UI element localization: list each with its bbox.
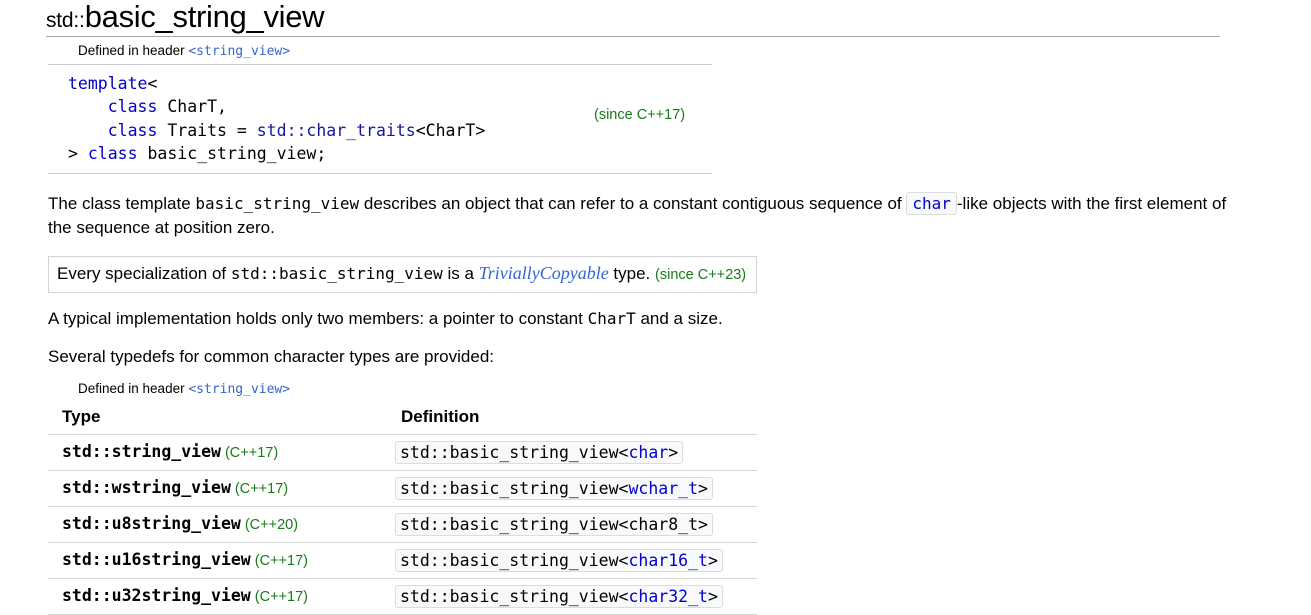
cell-type: std::wstring_view (C++17): [48, 470, 387, 507]
table-row: std::string_view (C++17) std::basic_strin…: [48, 434, 757, 471]
cell-definition: std::basic_string_view<char32_t>: [387, 578, 757, 615]
page-title-name: basic_string_view: [84, 0, 325, 34]
declaration-token-0-1: <: [147, 74, 158, 93]
definition-prefix: std::basic_string_view<: [400, 550, 629, 570]
description-paragraph: The class template basic_string_view des…: [48, 191, 1228, 240]
trivially-copyable-note: Every specialization of std::basic_strin…: [48, 255, 758, 293]
implementation-code-chart: CharT: [587, 308, 636, 328]
declaration-token-3-2: basic_string_view;: [137, 144, 327, 164]
table-defined-in-label: Defined in header: [78, 380, 185, 396]
description-text-3: -like objects with the first element of …: [48, 193, 1227, 237]
typedef-name-link[interactable]: std::u32string_view: [62, 586, 251, 606]
header-link-string-view[interactable]: <string_view>: [188, 44, 291, 59]
declaration-top-rule: [48, 64, 712, 65]
column-header-definition: Definition: [387, 401, 757, 435]
typedefs-table-section: Defined in header <string_view> Type Def…: [48, 381, 757, 615]
table-row: std::u32string_view (C++17) std::basic_st…: [48, 578, 757, 615]
definition-prefix: std::basic_string_view<: [400, 478, 629, 498]
declaration-block: Defined in header <string_view> template…: [48, 37, 712, 174]
note-code-std-basic-string-view: std::basic_string_view: [230, 263, 443, 283]
definition-template-argument: char8_t: [628, 514, 699, 534]
note-text-2: is a: [442, 263, 479, 283]
page-title: std::basic_string_view: [0, 0, 1311, 36]
declaration-defined-in: Defined in header <string_view>: [48, 37, 712, 64]
definition-template-argument[interactable]: char: [628, 442, 669, 462]
implementation-text-2: and a size.: [635, 308, 723, 328]
cell-definition: std::basic_string_view<char>: [387, 434, 757, 471]
typedef-name-link[interactable]: std::wstring_view: [62, 478, 231, 498]
typedef-since-badge: (C++17): [220, 445, 279, 462]
page-title-namespace: std::: [46, 9, 85, 32]
cell-definition: std::basic_string_view<char8_t>: [387, 506, 757, 543]
definition-code-box[interactable]: std::basic_string_view<char>: [395, 440, 684, 464]
definition-template-argument[interactable]: char32_t: [628, 586, 708, 606]
declaration-token-0-0: template: [68, 74, 148, 93]
cell-type: std::u8string_view (C++20): [48, 506, 387, 543]
defined-in-label: Defined in header: [78, 43, 185, 58]
declaration-bottom-rule: [48, 172, 712, 174]
typedefs-intro-paragraph: Several typedefs for common character ty…: [48, 346, 494, 366]
definition-prefix: std::basic_string_view<: [400, 514, 629, 534]
definition-template-argument[interactable]: char16_t: [628, 550, 708, 570]
declaration-body: template< class CharT, class Traits = st…: [48, 65, 712, 173]
definition-code-box[interactable]: std::basic_string_view<wchar_t>: [395, 476, 713, 500]
definition-suffix: >: [707, 550, 718, 570]
definition-code-box[interactable]: std::basic_string_view<char8_t>: [395, 512, 713, 536]
note-text-3: type.: [608, 263, 651, 283]
note-text-1: Every specialization of: [57, 263, 231, 283]
definition-suffix: >: [668, 442, 679, 462]
typedef-name-link[interactable]: std::u16string_view: [62, 550, 251, 570]
table-defined-in: Defined in header <string_view>: [48, 381, 757, 402]
description-text-2: describes an object that can refer to a …: [359, 193, 907, 213]
title-divider: [46, 36, 1220, 37]
typedef-since-badge: (C++17): [250, 589, 308, 606]
definition-code-box[interactable]: std::basic_string_view<char32_t>: [395, 584, 723, 608]
definition-suffix: >: [707, 586, 718, 606]
implementation-text-1: A typical implementation holds only two …: [48, 308, 588, 328]
definition-code-box[interactable]: std::basic_string_view<char16_t>: [395, 548, 723, 572]
declaration-token-3-0: >: [68, 144, 88, 164]
declaration-token-1-2: CharT,: [157, 97, 227, 117]
column-header-type: Type: [48, 401, 387, 435]
definition-template-argument[interactable]: wchar_t: [628, 478, 699, 498]
table-header-link-string-view[interactable]: <string_view>: [188, 381, 291, 397]
cell-definition: std::basic_string_view<wchar_t>: [387, 470, 757, 507]
declaration-token-2-3[interactable]: std::char_traits: [256, 120, 416, 140]
cell-definition: std::basic_string_view<char16_t>: [387, 542, 757, 579]
implementation-paragraph: A typical implementation holds only two …: [48, 307, 1228, 331]
declaration-token-2-2: Traits =: [157, 120, 257, 140]
typedef-since-badge: (C++20): [240, 517, 299, 534]
declaration-token-2-1: class: [107, 120, 158, 140]
cell-type: std::u32string_view (C++17): [48, 578, 387, 615]
definition-suffix: >: [698, 478, 708, 498]
definition-prefix: std::basic_string_view<: [400, 442, 629, 462]
table-row: std::wstring_view (C++17) std::basic_stri…: [48, 470, 757, 507]
cell-type: std::u16string_view (C++17): [48, 542, 387, 579]
declaration-token-2-0: [68, 121, 108, 140]
declaration-code: template< class CharT, class Traits = st…: [48, 72, 712, 166]
description-code-char[interactable]: char: [906, 191, 957, 215]
description-code-basic-string-view: basic_string_view: [195, 193, 360, 213]
trivially-copyable-link[interactable]: TriviallyCopyable: [478, 262, 609, 283]
declaration-token-1-0: [68, 97, 108, 116]
description-text-1: The class template: [48, 193, 196, 213]
typedef-name-link[interactable]: std::string_view: [62, 442, 221, 462]
definition-suffix: >: [698, 514, 708, 534]
table-row: std::u16string_view (C++17) std::basic_st…: [48, 542, 757, 579]
declaration-token-2-4: <CharT>: [415, 120, 486, 140]
declaration-since-badge: (since C++17): [594, 107, 686, 123]
typedef-since-badge: (C++17): [230, 481, 289, 498]
note-since-badge: (since C++23): [655, 266, 747, 283]
definition-prefix: std::basic_string_view<: [400, 586, 629, 606]
typedef-name-link[interactable]: std::u8string_view: [62, 514, 241, 534]
table-header-row: Type Definition: [48, 401, 757, 435]
typedefs-table: Type Definition std::string_view (C++17)…: [48, 401, 757, 615]
declaration-token-3-1: class: [87, 144, 138, 164]
typedefs-table-body: std::string_view (C++17)std::basic_strin…: [48, 434, 757, 615]
cell-type: std::string_view (C++17): [48, 434, 387, 471]
typedef-since-badge: (C++17): [250, 553, 308, 570]
declaration-token-1-1: class: [107, 97, 158, 117]
table-row: std::u8string_view (C++20) std::basic_str…: [48, 506, 757, 543]
